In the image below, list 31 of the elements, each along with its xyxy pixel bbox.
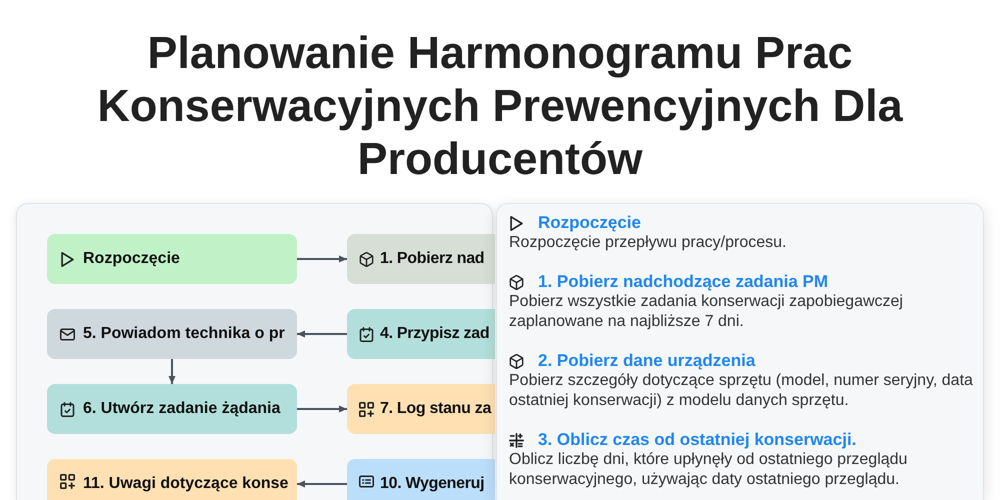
step-heading: 2. Pobierz dane urządzenia bbox=[538, 351, 756, 371]
step-label: 4. Przypisz zad bbox=[380, 324, 490, 344]
step-description: Pobierz szczegóły dotyczące sprzętu (model, numer seryjny, data ostatniej konserwacji) z modelu danych sprzętu. bbox=[509, 371, 974, 411]
step-heading: Rozpoczęcie bbox=[538, 213, 641, 233]
detail-panel bbox=[496, 203, 984, 500]
arrow bbox=[297, 256, 347, 262]
process-box bbox=[47, 384, 297, 434]
process-box bbox=[47, 459, 297, 500]
step-description: Oblicz liczbę dni, które upłynęły od ostatniego przeglądu konserwacyjnego, używając daty ostatniego przeglądu. bbox=[509, 450, 908, 490]
process-box bbox=[347, 309, 495, 359]
process-box bbox=[347, 459, 495, 500]
arrow bbox=[297, 330, 347, 338]
step-label: 7. Log stanu za bbox=[380, 399, 492, 419]
process-box bbox=[347, 384, 495, 434]
step-description: Rozpoczęcie przepływu pracy/procesu. bbox=[509, 233, 788, 253]
process-box bbox=[47, 309, 297, 359]
arrow bbox=[168, 359, 176, 384]
step-label: 11. Uwagi dotyczące konse bbox=[83, 474, 288, 494]
process-box bbox=[347, 234, 495, 284]
step-label: Rozpoczęcie bbox=[83, 249, 180, 269]
step-label: 5. Powiadom technika o pr bbox=[83, 324, 285, 344]
arrow bbox=[297, 406, 347, 412]
process-box bbox=[47, 234, 297, 284]
arrow bbox=[297, 480, 347, 488]
page-title: Planowanie Harmonogramu Prac Konserwacyjnych Prewencyjnych Dla Producentów bbox=[96, 26, 904, 185]
step-label: 10. Wygeneruj bbox=[380, 474, 484, 494]
step-heading: 3. Oblicz czas od ostatniej konserwacji. bbox=[538, 430, 856, 450]
step-label: 6. Utwórz zadanie żądania bbox=[83, 399, 280, 419]
step-heading: 1. Pobierz nadchodzące zadania PM bbox=[538, 272, 828, 292]
step-label: 1. Pobierz nad bbox=[380, 249, 484, 269]
step-description: Pobierz wszystkie zadania konserwacji zapobiegawczej zaplanowane na najbliższe 7 dni. bbox=[509, 292, 904, 332]
